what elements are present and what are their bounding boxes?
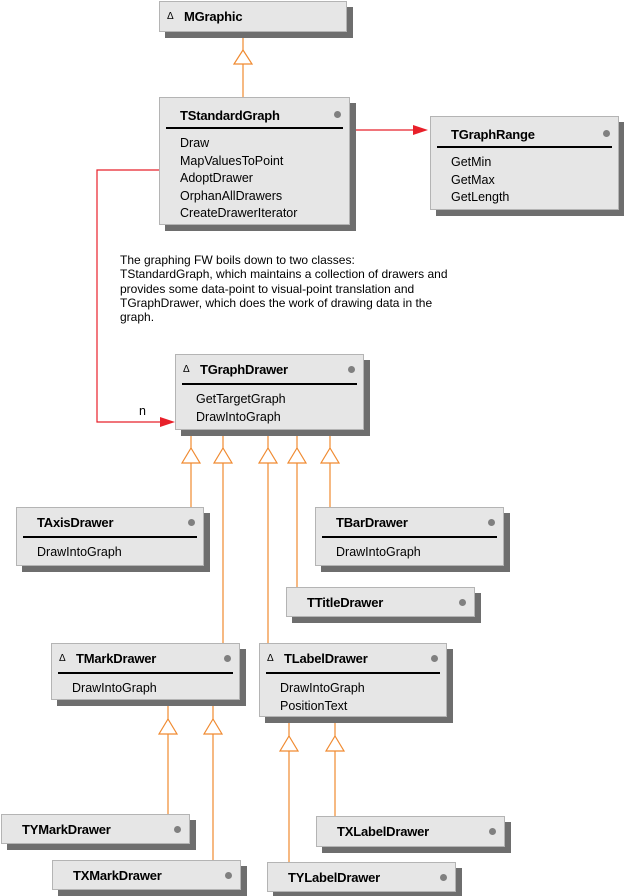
abstract-icon: Δ [183,364,190,375]
operation: Draw [180,136,210,150]
inheritance-arrowhead [319,446,341,464]
class-name: TXLabelDrawer [337,824,430,839]
class-marker-icon [431,655,438,662]
class-marker-icon [188,519,195,526]
class-marker-icon [489,828,496,835]
class-name: TGraphDrawer [200,362,288,377]
operations-list: DrawIntoGraph [336,544,421,562]
class-name: TXMarkDrawer [73,868,162,883]
inheritance-arrowhead [286,446,308,464]
class-marker-icon [225,872,232,879]
class-marker-icon [459,599,466,606]
class-name: TAxisDrawer [37,515,114,530]
operations-list: GetMin GetMax GetLength [451,154,509,207]
operation: GetMax [451,172,495,187]
class-marker-icon [348,366,355,373]
class-marker-icon [603,130,610,137]
class-marker-icon [224,655,231,662]
abstract-icon: Δ [267,653,274,664]
divider [58,672,233,674]
operation: CreateDrawerIterator [180,206,298,220]
class-tlabeldrawer[interactable]: Δ TLabelDrawer DrawIntoGraph PositionTex… [259,643,447,717]
class-tgraphdrawer[interactable]: Δ TGraphDrawer GetTargetGraph DrawIntoGr… [175,354,364,430]
inheritance-arrowhead [257,446,279,464]
operations-list: GetTargetGraph DrawIntoGraph [196,391,286,426]
operation: DrawIntoGraph [196,409,281,424]
class-tmarkdrawer[interactable]: Δ TMarkDrawer DrawIntoGraph [51,643,240,700]
operation: AdoptDrawer [180,171,253,185]
class-marker-icon [174,826,181,833]
operations-list: DrawIntoGraph PositionText [280,680,365,715]
class-tgraphrange[interactable]: TGraphRange GetMin GetMax GetLength [430,116,619,210]
class-name: TGraphRange [451,127,535,142]
class-name: MGraphic [184,9,243,24]
class-name: TLabelDrawer [284,651,368,666]
class-name: TYMarkDrawer [22,822,111,837]
divider [23,536,197,538]
inheritance-arrowhead [202,717,224,735]
operation: DrawIntoGraph [336,545,421,559]
operation: GetLength [451,190,510,204]
inheritance-arrowhead [180,446,202,464]
operation: DrawIntoGraph [37,545,122,559]
class-taxisdrawer[interactable]: TAxisDrawer DrawIntoGraph [16,507,204,566]
operation: OrphanAllDrawers [180,188,283,203]
multiplicity-label: n [139,404,146,418]
class-marker-icon [440,874,447,881]
operation: DrawIntoGraph [72,681,157,695]
class-name: TStandardGraph [180,108,280,123]
class-tstandardgraph[interactable]: TStandardGraph Draw MapValuesToPoint Ado… [159,97,350,225]
operation: MapValuesToPoint [180,153,284,168]
operations-list: DrawIntoGraph [37,544,122,562]
divider [166,127,343,129]
divider [437,146,612,148]
association-arrowhead [413,125,428,135]
divider [182,383,357,385]
operations-list: Draw MapValuesToPoint AdoptDrawer Orphan… [180,135,297,223]
inheritance-arrowhead [324,734,346,752]
diagram-note: The graphing FW boils down to two classe… [120,253,448,325]
class-tylabeldrawer[interactable]: TYLabelDrawer [267,862,456,892]
operation: GetMin [451,155,492,169]
inheritance-arrowhead [232,48,254,65]
class-txlabeldrawer[interactable]: TXLabelDrawer [316,816,505,847]
divider [266,672,440,674]
inheritance-arrowhead [212,446,234,464]
class-name: TMarkDrawer [76,651,157,666]
class-tbardrawer[interactable]: TBarDrawer DrawIntoGraph [315,507,504,566]
operations-list: DrawIntoGraph [72,680,157,698]
class-tymarkdrawer[interactable]: TYMarkDrawer [1,814,190,844]
operation: PositionText [280,698,348,713]
association-line [96,169,165,423]
inheritance-arrowhead [278,734,300,752]
operation: DrawIntoGraph [280,681,365,695]
class-name: TYLabelDrawer [288,870,381,885]
class-marker-icon [334,111,341,118]
class-ttitledrawer[interactable]: TTitleDrawer [286,587,475,617]
class-name: TBarDrawer [336,515,408,530]
association-arrowhead [160,417,175,427]
class-mgraphic[interactable]: Δ MGraphic [159,1,347,32]
class-txmarkdrawer[interactable]: TXMarkDrawer [52,860,241,890]
divider [322,536,497,538]
inheritance-arrowhead [157,717,179,735]
class-marker-icon [488,519,495,526]
operation: GetTargetGraph [196,392,286,406]
class-name: TTitleDrawer [307,595,384,610]
abstract-icon: Δ [167,11,174,22]
abstract-icon: Δ [59,653,66,664]
